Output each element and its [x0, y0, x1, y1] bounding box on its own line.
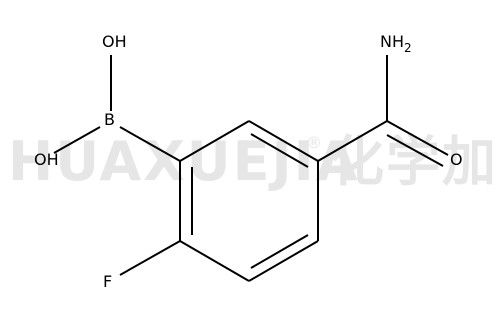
- ring-bond-c4-c5-inner: [250, 234, 309, 269]
- atom-label-boron: B: [104, 110, 115, 129]
- atom-label-oh-top: OH: [102, 32, 127, 51]
- atom-label-oh-left: OH: [34, 150, 59, 169]
- watermark: HUAXUEJIA ® 化学加: [8, 130, 496, 193]
- ring-bond-c2-c3: [248, 120, 319, 162]
- bond-carbonyl-to-oxygen-inner: [386, 134, 444, 167]
- atom-labels: OH B OH NH 2 O F: [34, 32, 463, 291]
- bond-ring-to-carbonyl: [317, 120, 388, 162]
- ring-bond-c1-c2: [179, 120, 250, 162]
- bond-carbonyl-to-oxygen: [386, 120, 449, 156]
- atom-label-oxygen: O: [450, 150, 463, 169]
- bond-ring-to-boron: [119, 126, 181, 162]
- bond-boron-to-oh-left: [53, 126, 101, 154]
- atom-label-amine: NH: [380, 32, 404, 51]
- watermark-cjk: 化学加: [330, 130, 496, 193]
- atom-label-fluorine: F: [103, 272, 112, 291]
- atom-label-amine-subscript: 2: [404, 41, 412, 55]
- ring-bond-c4-c5: [248, 240, 319, 282]
- bonds: [53, 55, 449, 282]
- watermark-registered-mark: ®: [306, 133, 322, 152]
- ring-bond-c5-c6: [179, 240, 250, 282]
- bond-ring-to-fluorine: [119, 240, 181, 276]
- ring-bond-c2-c3-inner: [250, 133, 309, 168]
